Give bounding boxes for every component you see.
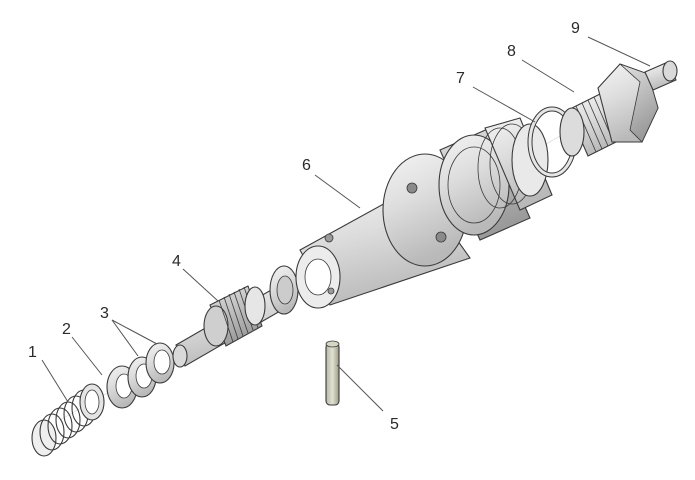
leader-line-5 [336,364,384,412]
leader-line-8 [521,59,575,93]
leader-line-9 [587,36,651,67]
leader-line-7 [472,86,536,123]
callout-6: 6 [302,157,311,174]
callout-7: 7 [456,70,465,87]
leader-line-3a [111,319,139,357]
leader-line-3b [111,319,158,345]
callout-4: 4 [172,253,181,270]
callout-9: 9 [571,20,580,37]
part-1-spring [31,383,105,457]
part-3-rings [127,342,175,398]
part-4-spool [172,265,299,368]
part-5-pin [325,340,340,406]
callout-1: 1 [28,344,37,361]
leader-line-2 [71,336,103,376]
callout-3: 3 [100,305,109,322]
callout-8: 8 [507,43,516,60]
leader-line-4 [182,268,219,302]
part-6-valve-body [295,117,553,309]
part-9-stem [644,60,678,91]
callout-2: 2 [62,321,71,338]
leader-line-1 [41,359,69,403]
leader-line-6 [314,174,361,209]
part-8-threaded-insert [559,63,659,157]
callout-5: 5 [390,416,399,433]
